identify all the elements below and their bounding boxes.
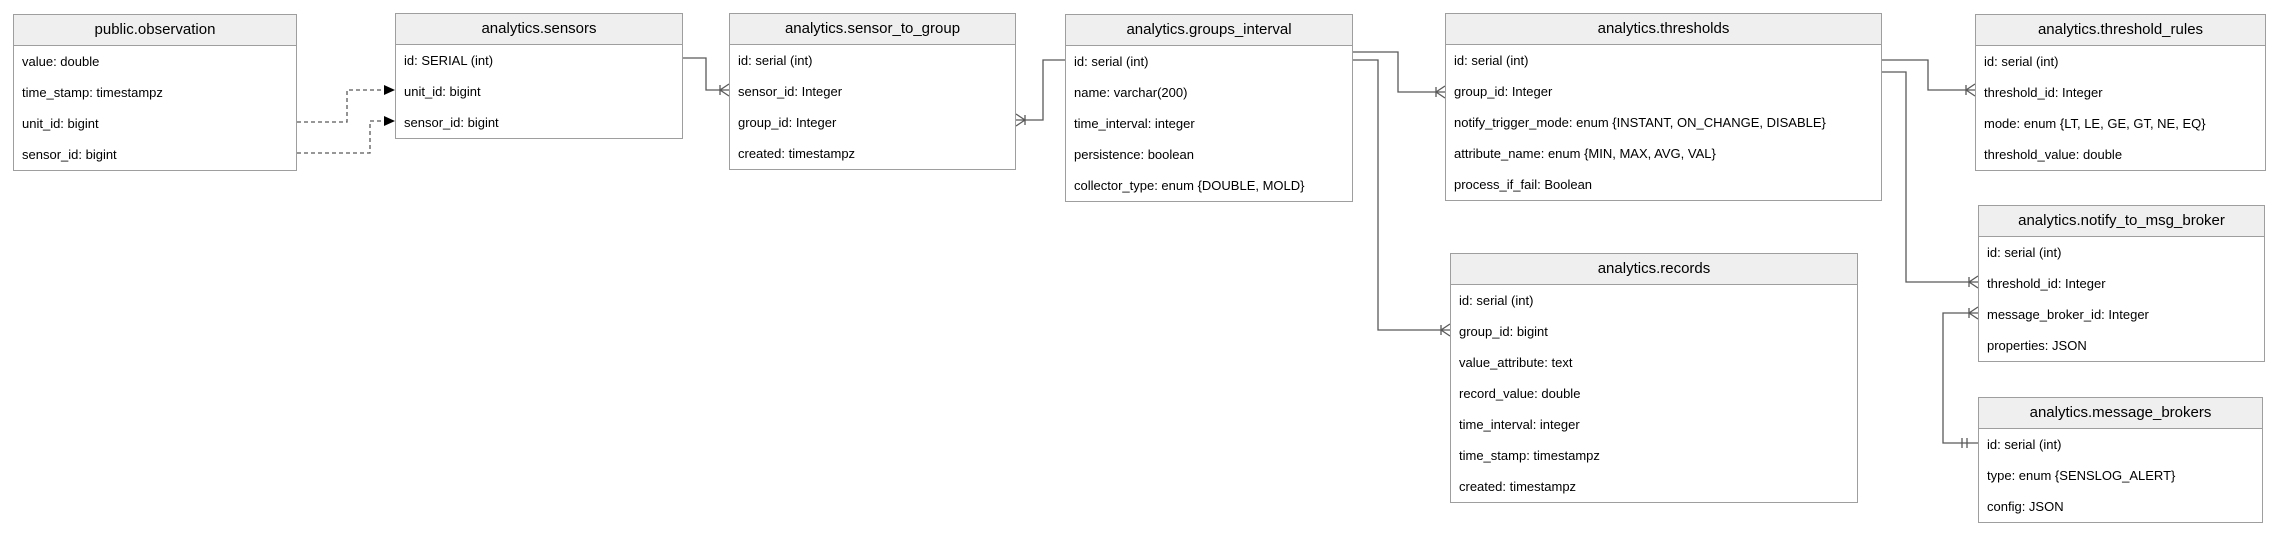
field-sensor-id: sensor_id: Integer xyxy=(738,84,843,99)
field-unit-id: unit_id: bigint xyxy=(22,116,99,131)
table-analytics-threshold-rules[interactable]: analytics.threshold_rules id: serial (in… xyxy=(1975,14,2266,171)
table-title: analytics.thresholds xyxy=(1446,14,1881,45)
table-title: analytics.sensors xyxy=(396,14,682,45)
field-threshold-id: threshold_id: Integer xyxy=(1987,276,2106,291)
field-time-interval: time_interval: integer xyxy=(1459,417,1580,432)
table-title: analytics.notify_to_msg_broker xyxy=(1979,206,2264,237)
relationship-observation-sensorid-sensors xyxy=(297,116,395,154)
field-id: id: serial (int) xyxy=(1074,54,1149,69)
table-analytics-message-brokers[interactable]: analytics.message_brokers id: serial (in… xyxy=(1978,397,2263,523)
table-title: analytics.groups_interval xyxy=(1066,15,1352,46)
table-analytics-sensors[interactable]: analytics.sensors id: SERIAL (int) unit_… xyxy=(395,13,683,139)
field-record-value: record_value: double xyxy=(1459,386,1581,401)
relationship-groupsinterval-thresholds xyxy=(1353,51,1446,99)
table-public-observation[interactable]: public.observation value: double time_st… xyxy=(13,14,297,171)
field-group-id: group_id: bigint xyxy=(1459,324,1548,339)
relationship-thresholds-notifybroker xyxy=(1882,71,1979,289)
field-id: id: SERIAL (int) xyxy=(404,53,494,68)
field-properties: properties: JSON xyxy=(1987,338,2087,353)
field-mode: mode: enum {LT, LE, GE, GT, NE, EQ} xyxy=(1984,116,2206,131)
table-title: analytics.threshold_rules xyxy=(1976,15,2265,46)
table-analytics-groups-interval[interactable]: analytics.groups_interval id: serial (in… xyxy=(1065,14,1353,202)
table-analytics-sensor-to-group[interactable]: analytics.sensor_to_group id: serial (in… xyxy=(729,13,1016,170)
table-analytics-thresholds[interactable]: analytics.thresholds id: serial (int) gr… xyxy=(1445,13,1882,201)
field-id: id: serial (int) xyxy=(1987,437,2062,452)
relationship-groupsinterval-records xyxy=(1353,59,1451,337)
field-group-id: group_id: Integer xyxy=(738,115,837,130)
field-collector-type: collector_type: enum {DOUBLE, MOLD} xyxy=(1074,178,1305,193)
field-time-interval: time_interval: integer xyxy=(1074,116,1195,131)
field-attribute-name: attribute_name: enum {MIN, MAX, AVG, VAL… xyxy=(1454,146,1716,161)
relationship-notifybroker-messagebrokers xyxy=(1942,306,1979,448)
table-title: analytics.sensor_to_group xyxy=(730,14,1015,45)
field-name: name: varchar(200) xyxy=(1074,85,1188,100)
field-unit-id: unit_id: bigint xyxy=(404,84,481,99)
table-analytics-notify-to-msg-broker[interactable]: analytics.notify_to_msg_broker id: seria… xyxy=(1978,205,2265,362)
field-value-attribute: value_attribute: text xyxy=(1459,355,1573,370)
field-process-if-fail: process_if_fail: Boolean xyxy=(1454,177,1593,192)
relationship-groupsinterval-sensortogroup xyxy=(1015,59,1065,127)
field-notify-trigger-mode: notify_trigger_mode: enum {INSTANT, ON_C… xyxy=(1454,115,1826,130)
field-threshold-id: threshold_id: Integer xyxy=(1984,85,2103,100)
field-group-id: group_id: Integer xyxy=(1454,84,1553,99)
table-title: analytics.message_brokers xyxy=(1979,398,2262,429)
relationship-observation-unitid-sensors xyxy=(297,85,395,123)
field-type: type: enum {SENSLOG_ALERT} xyxy=(1987,468,2176,483)
field-created: created: timestampz xyxy=(1459,479,1577,494)
field-id: id: serial (int) xyxy=(1454,53,1529,68)
field-sensor-id: sensor_id: bigint xyxy=(22,147,117,162)
field-id: id: serial (int) xyxy=(1987,245,2062,260)
table-title: public.observation xyxy=(14,15,296,46)
field-id: id: serial (int) xyxy=(738,53,813,68)
field-message-broker-id: message_broker_id: Integer xyxy=(1987,307,2149,322)
field-config: config: JSON xyxy=(1987,499,2064,514)
field-persistence: persistence: boolean xyxy=(1074,147,1194,162)
field-threshold-value: threshold_value: double xyxy=(1984,147,2123,162)
field-sensor-id: sensor_id: bigint xyxy=(404,115,499,130)
field-time-stamp: time_stamp: timestampz xyxy=(1459,448,1600,463)
relationship-sensors-sensortogroup xyxy=(683,57,730,97)
field-time-stamp: time_stamp: timestampz xyxy=(22,85,163,100)
table-title: analytics.records xyxy=(1451,254,1857,285)
relationship-thresholds-thresholdrules xyxy=(1882,59,1976,97)
field-created: created: timestampz xyxy=(738,146,856,161)
table-analytics-records[interactable]: analytics.records id: serial (int) group… xyxy=(1450,253,1858,503)
field-id: id: serial (int) xyxy=(1459,293,1534,308)
field-id: id: serial (int) xyxy=(1984,54,2059,69)
field-value: value: double xyxy=(22,54,100,69)
